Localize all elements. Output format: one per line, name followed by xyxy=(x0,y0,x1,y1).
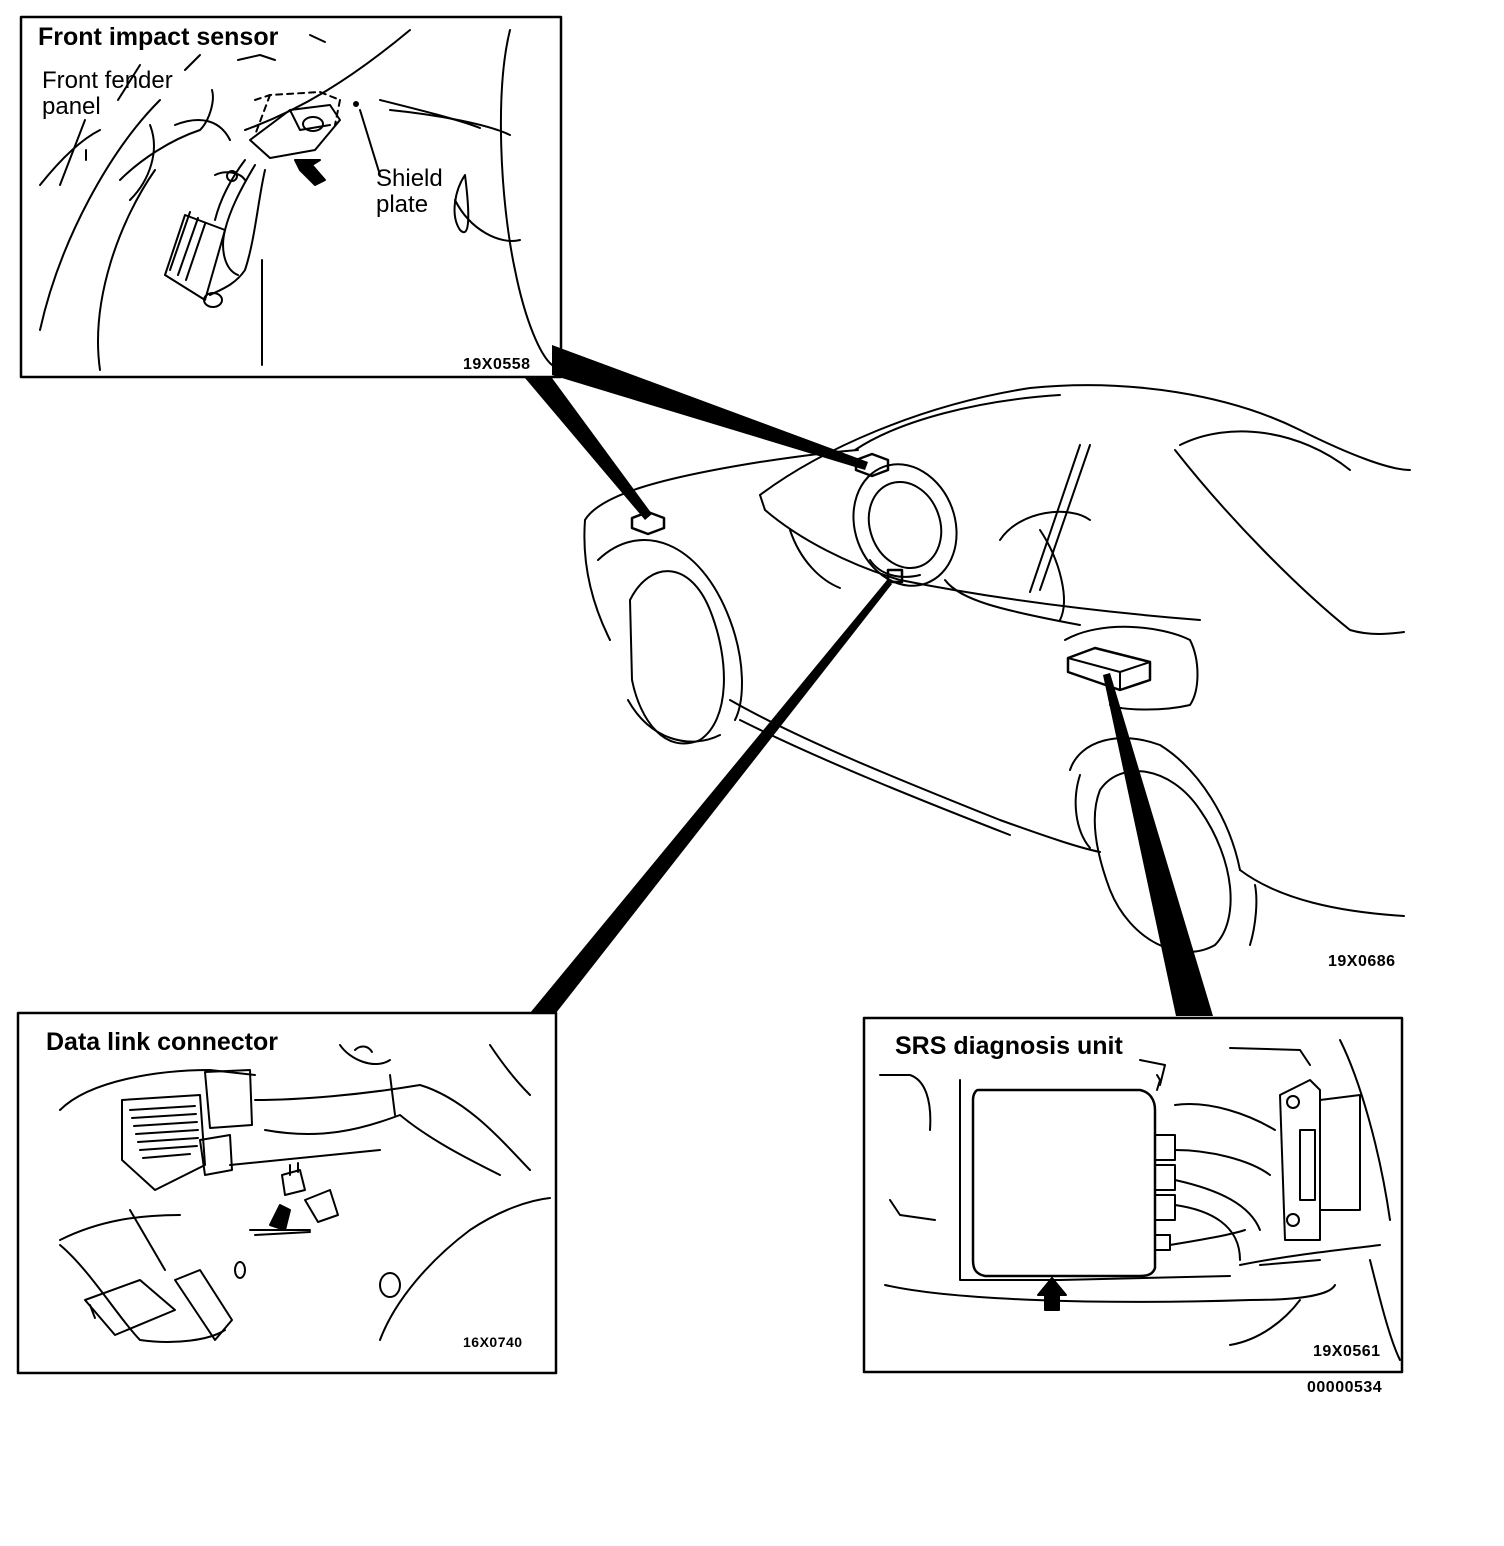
srs-diagnosis-unit-inset xyxy=(862,1016,1404,1374)
srs-diagnosis-unit-title: SRS diagnosis unit xyxy=(895,1032,1123,1060)
callout-leaders xyxy=(525,345,1213,1016)
car-illustration xyxy=(583,384,1411,953)
front-impact-sensor-inset xyxy=(19,15,563,379)
srs-diagnosis-unit-figure-code: 19X0561 xyxy=(1313,1343,1381,1360)
data-link-connector-figure-code: 16X0740 xyxy=(463,1334,523,1350)
data-link-connector-inset xyxy=(16,1011,558,1375)
front-impact-sensor-figure-code: 19X0558 xyxy=(463,356,531,373)
document-number: 00000534 xyxy=(1307,1379,1383,1396)
shield-plate-label: Shield plate xyxy=(376,165,443,218)
data-link-connector-title: Data link connector xyxy=(46,1028,278,1056)
front-impact-sensor-title: Front impact sensor xyxy=(38,23,279,51)
car-figure-code: 19X0686 xyxy=(1328,953,1396,970)
front-fender-panel-label: Front fender panel xyxy=(42,67,173,120)
